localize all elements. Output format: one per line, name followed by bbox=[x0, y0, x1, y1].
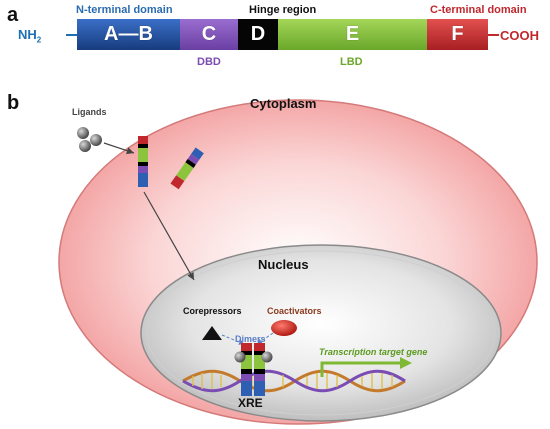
corepressor-arrow bbox=[221, 334, 245, 345]
segment-f-text: F bbox=[451, 23, 464, 45]
hinge-region-label: Hinge region bbox=[249, 4, 317, 16]
panel-a-label: a bbox=[7, 4, 19, 26]
ligand-ball bbox=[79, 140, 91, 152]
segment-c: C bbox=[180, 19, 238, 50]
coactivators-label: Coactivators bbox=[267, 306, 322, 316]
dimer-receptor-left bbox=[241, 343, 252, 396]
segment-ab-text: A—B bbox=[104, 23, 153, 45]
cytoplasm-label: Cytoplasm bbox=[250, 96, 317, 111]
transcription-arrow bbox=[320, 357, 412, 377]
bound-ligand-ball bbox=[261, 351, 273, 363]
segment-ab: A—B bbox=[77, 19, 180, 50]
segment-c-text: C bbox=[201, 23, 217, 45]
c-terminal-domain-label: C-terminal domain bbox=[430, 4, 527, 16]
bound-ligand-ball bbox=[234, 351, 246, 363]
segment-d-text: D bbox=[250, 23, 266, 45]
n-terminal-domain-label: N-terminal domain bbox=[76, 4, 173, 16]
ligand-ball bbox=[90, 134, 102, 146]
nh2-connector bbox=[66, 34, 77, 36]
panel-b-label: b bbox=[7, 92, 20, 114]
ligand-ball bbox=[77, 127, 89, 139]
nucleus-label: Nucleus bbox=[258, 257, 309, 272]
nucleus-inner-membrane bbox=[146, 250, 496, 416]
dimers-label: Dimers bbox=[235, 334, 266, 344]
corepressor-shape bbox=[202, 326, 222, 340]
nucleus-region bbox=[140, 244, 502, 422]
dimer-receptor-right bbox=[254, 343, 265, 396]
nh2-text: NH bbox=[18, 27, 37, 42]
transcription-target-gene-label: Transcription target gene bbox=[319, 347, 428, 357]
dbd-label: DBD bbox=[197, 56, 221, 68]
segment-e: E bbox=[278, 19, 427, 50]
receptor-cytoplasm bbox=[138, 136, 148, 187]
segment-e-text: E bbox=[345, 23, 360, 45]
segment-f: F bbox=[427, 19, 488, 50]
ligands-label: Ligands bbox=[72, 107, 107, 117]
ligand-binding-arrow bbox=[103, 142, 135, 155]
segment-d: D bbox=[238, 19, 278, 50]
nh2-label: NH2 bbox=[18, 27, 41, 45]
receptor-tilted bbox=[170, 147, 204, 190]
corepressors-label: Corepressors bbox=[183, 306, 242, 316]
xre-label: XRE bbox=[238, 396, 263, 410]
dna-helix bbox=[182, 369, 406, 393]
cooh-connector bbox=[488, 34, 499, 36]
nh2-subscript: 2 bbox=[36, 35, 42, 45]
lbd-label: LBD bbox=[340, 56, 363, 68]
translocation-arrow bbox=[143, 191, 195, 281]
coactivator-shape bbox=[271, 320, 297, 336]
coactivator-arrow bbox=[256, 332, 274, 345]
cooh-label: COOH bbox=[500, 28, 539, 43]
